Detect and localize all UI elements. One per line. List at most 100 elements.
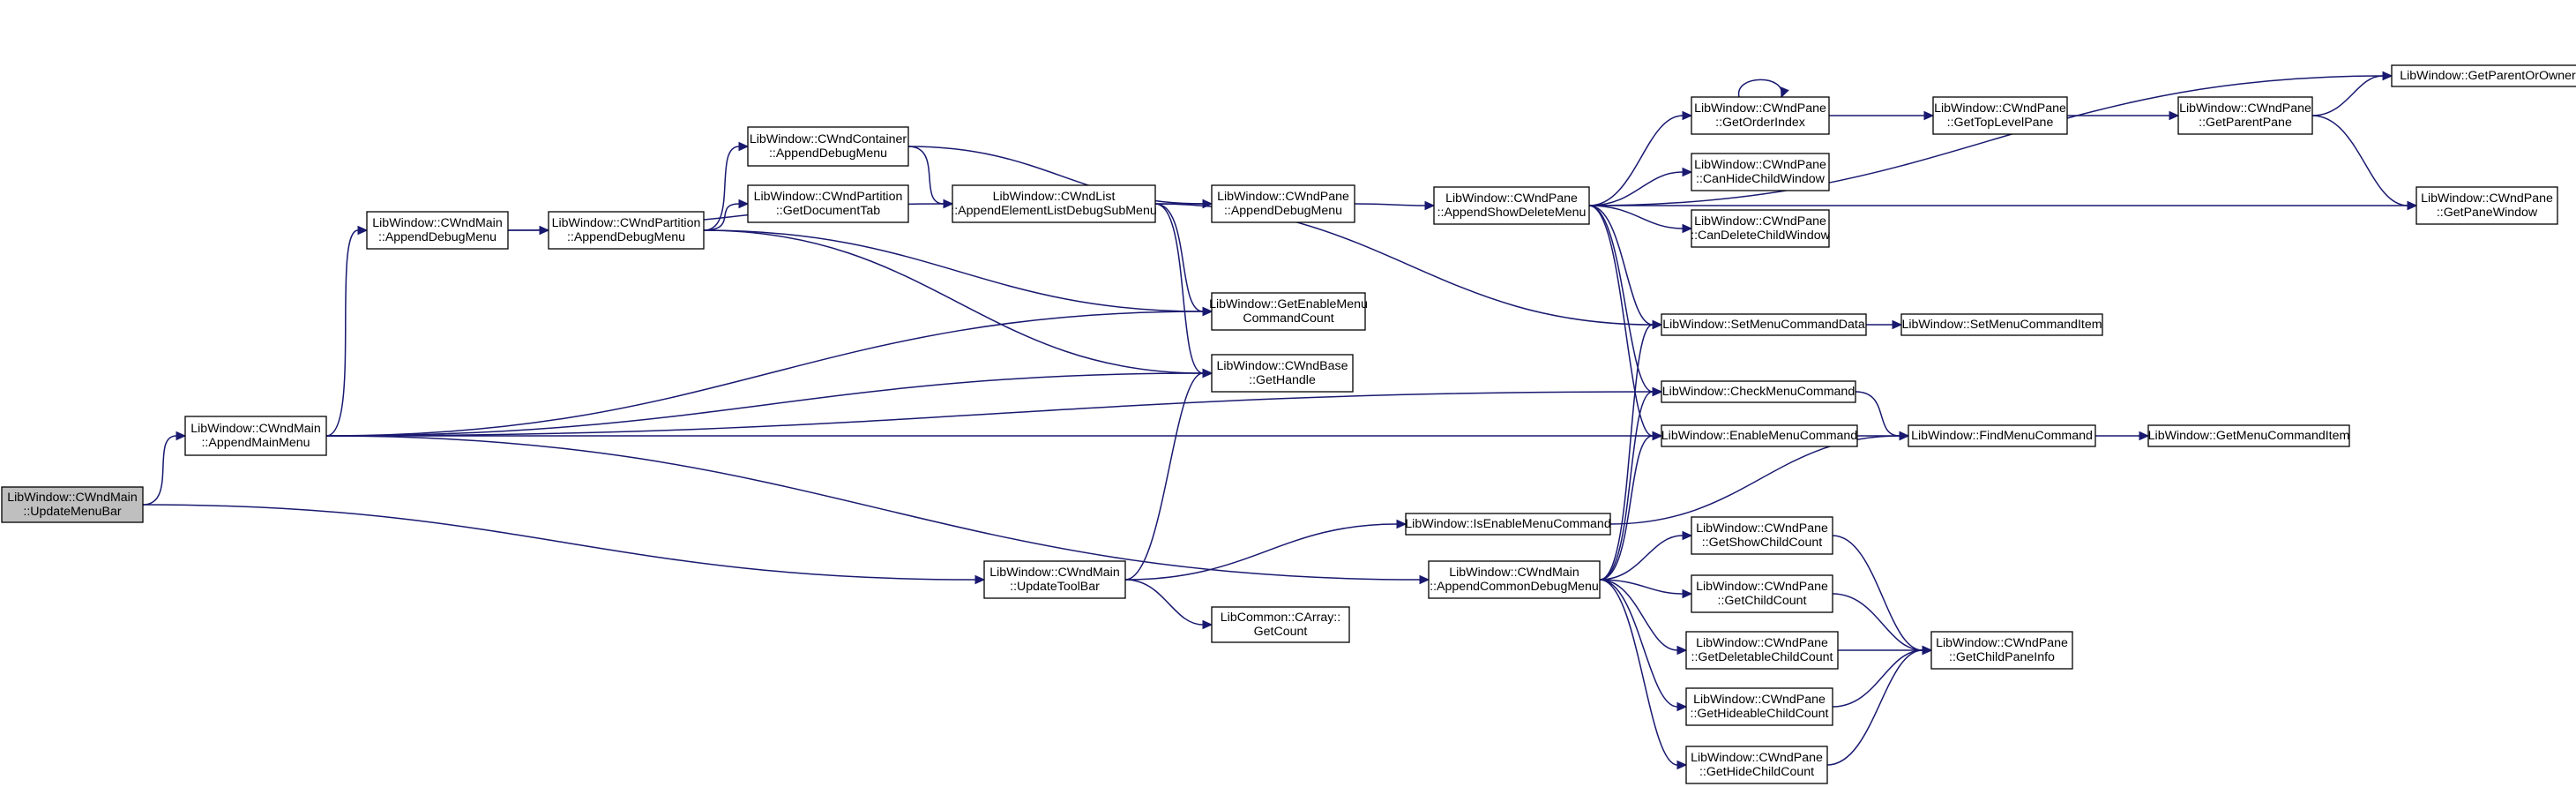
node-box — [2177, 96, 2313, 135]
edge-arrowhead — [943, 199, 954, 209]
node-getpanewindow[interactable]: LibWindow::CWndPane::GetPaneWindow — [2415, 186, 2558, 225]
edge-appendshowdeletemenu-to-candeletechildwindow — [1588, 205, 1693, 234]
edge-line — [1588, 205, 1654, 393]
node-label: LibWindow::CWndContainer — [750, 132, 907, 146]
node-getparentorowner[interactable]: LibWindow::GetParentOrOwner — [2391, 64, 2576, 87]
edge-arrowhead — [1202, 619, 1213, 630]
node-label: ::AppendShowDeleteMenu — [1437, 206, 1587, 220]
node-getorderindex[interactable]: LibWindow::CWndPane::GetOrderIndex — [1691, 96, 1830, 135]
node-findmenucommand[interactable]: LibWindow::FindMenuCommand — [1908, 424, 2096, 447]
edge-line — [1124, 372, 1204, 581]
node-pane_appenddebugmenu[interactable]: LibWindow::CWndPane::AppendDebugMenu — [1211, 184, 1355, 223]
node-container_appenddebugmenu[interactable]: LibWindow::CWndContainer::AppendDebugMen… — [747, 126, 909, 167]
node-gettoplevelpane[interactable]: LibWindow::CWndPane::GetTopLevelPane — [1932, 96, 2068, 135]
node-candeletechildwindow[interactable]: LibWindow::CWndPane::CanDeleteChildWindo… — [1691, 209, 1831, 248]
node-partition_appenddebugmenu[interactable]: LibWindow::CWndPartition::AppendDebugMen… — [548, 211, 705, 250]
node-label: LibWindow::CWndPane — [1936, 636, 2068, 650]
node-label: ::GetDeletableChildCount — [1691, 650, 1833, 664]
edge-updatemenubar-to-updatetoolbar — [142, 504, 986, 585]
node-getdeletablechildcount[interactable]: LibWindow::CWndPane::GetDeletableChildCo… — [1685, 631, 1839, 670]
node-label: LibWindow::CWndPane — [1934, 101, 2066, 116]
node-getmenucommanditem[interactable]: LibWindow::GetMenuCommandItem — [2147, 424, 2350, 447]
edge-arrowhead — [2382, 71, 2393, 81]
node-label: LibWindow::SetMenuCommandData — [1662, 318, 1865, 332]
edge-arrowhead — [1899, 431, 1910, 441]
edge-gethidechildcount-to-getchildpaneinfo — [1826, 645, 1933, 766]
node-box — [1211, 184, 1355, 223]
node-isenablemenucommand[interactable]: LibWindow::IsEnableMenuCommand — [1405, 513, 1611, 536]
node-wndmain_appenddebugmenu[interactable]: LibWindow::CWndMain::AppendDebugMenu — [366, 211, 509, 250]
node-box — [1428, 560, 1601, 599]
edge-line — [1599, 579, 1678, 708]
edge-line — [703, 229, 1204, 374]
node-updatetoolbar[interactable]: LibWindow::CWndMain::UpdateToolBar — [983, 560, 1126, 599]
node-label: ::GetOrderIndex — [1715, 116, 1805, 130]
edge-line — [1354, 203, 1426, 206]
edge-arrowhead — [1682, 167, 1693, 177]
node-box — [1433, 186, 1590, 225]
node-getdocumenttab[interactable]: LibWindow::CWndPartition::GetDocumentTab — [747, 184, 909, 223]
node-box — [747, 184, 909, 223]
edge-arrowhead — [1202, 368, 1213, 379]
edge-appendcommondebugmenu-to-enablemenucommand — [1599, 431, 1663, 581]
node-label: LibWindow::CWndPartition — [552, 216, 701, 230]
node-gethideablechildcount[interactable]: LibWindow::CWndPane::GetHideableChildCou… — [1685, 687, 1833, 726]
node-appendelementlistdebugsubmenu[interactable]: LibWindow::CWndList::AppendElementListDe… — [951, 184, 1157, 223]
node-label: ::GetChildCount — [1718, 594, 1807, 608]
edge-partition_appenddebugmenu-to-container_appenddebugmenu — [703, 141, 750, 231]
node-box — [952, 184, 1156, 223]
node-appendshowdeletemenu[interactable]: LibWindow::CWndPane::AppendShowDeleteMen… — [1433, 186, 1590, 225]
edge-line — [703, 146, 740, 231]
node-getchildcount[interactable]: LibWindow::CWndPane::GetChildCount — [1691, 574, 1833, 613]
node-appendmainmenu[interactable]: LibWindow::CWndMain::AppendMainMenu — [184, 416, 327, 456]
edge-arrowhead — [1652, 386, 1663, 397]
edge-updatetoolbar-to-isenablemenucommand — [1124, 519, 1407, 581]
node-label: LibWindow::IsEnableMenuCommand — [1405, 517, 1610, 531]
edge-appendcommondebugmenu-to-getshowchildcount — [1599, 530, 1693, 581]
node-canhidechildwindow[interactable]: LibWindow::CWndPane::CanHideChildWindow — [1691, 153, 1830, 191]
node-appendcommondebugmenu[interactable]: LibWindow::CWndMain::AppendCommonDebugMe… — [1428, 560, 1601, 599]
node-checkmenucommand[interactable]: LibWindow::CheckMenuCommand — [1661, 380, 1856, 403]
edge-line — [1855, 391, 1900, 437]
node-getshowchildcount[interactable]: LibWindow::CWndPane::GetShowChildCount — [1691, 516, 1833, 555]
edge-partition_appenddebugmenu-to-getdocumenttab — [703, 199, 750, 231]
edge-line — [1599, 535, 1684, 581]
edge-line — [1599, 579, 1678, 766]
node-gethidechildcount[interactable]: LibWindow::CWndPane::GetHideChildCount — [1685, 746, 1828, 784]
node-box — [366, 211, 509, 250]
node-updatemenubar[interactable]: LibWindow::CWndMain::UpdateMenuBar — [1, 486, 144, 523]
node-getchildpaneinfo[interactable]: LibWindow::CWndPane::GetChildPaneInfo — [1930, 631, 2073, 670]
edge-arrowhead — [738, 199, 750, 209]
edge-appendshowdeletemenu-to-getpanewindow — [1589, 200, 2418, 211]
node-label: LibWindow::CWndPane — [1694, 101, 1826, 116]
node-box — [1691, 516, 1833, 555]
node-label: LibWindow::CWndMain — [190, 422, 320, 436]
node-label: LibWindow::CWndPane — [1694, 158, 1826, 172]
node-box — [1691, 209, 1830, 248]
node-enablemenucommand[interactable]: LibWindow::EnableMenuCommand — [1661, 424, 1858, 447]
edge-updatemenubar-to-appendmainmenu — [142, 431, 187, 506]
node-box — [1685, 687, 1833, 726]
edge-arrowhead — [175, 431, 187, 441]
node-label: LibWindow::GetEnableMenu — [1209, 297, 1368, 311]
node-setmenucommanditem[interactable]: LibWindow::SetMenuCommandItem — [1900, 313, 2103, 336]
node-label: LibWindow::CWndPane — [1694, 214, 1826, 229]
edge-updatetoolbar-to-carray_getcount — [1124, 579, 1213, 630]
node-getparentpane[interactable]: LibWindow::CWndPane::GetParentPane — [2177, 96, 2313, 135]
edge-gethideablechildcount-to-getchildpaneinfo — [1832, 645, 1933, 708]
edge-appendshowdeletemenu-to-getorderindex — [1588, 110, 1693, 206]
node-label: ::CanHideChildWindow — [1696, 172, 1826, 186]
node-box — [1661, 424, 1858, 447]
node-carray_getcount[interactable]: LibCommon::CArray::GetCount — [1211, 606, 1350, 643]
node-gethandle[interactable]: LibWindow::CWndBase::GetHandle — [1211, 354, 1354, 393]
edge-arrowhead — [974, 574, 986, 585]
node-box — [1661, 313, 1867, 336]
edge-arrowhead — [1682, 110, 1693, 121]
node-box — [1685, 631, 1839, 670]
edge-appendshowdeletemenu-to-setmenucommanddata — [1588, 205, 1663, 330]
node-setmenucommanddata[interactable]: LibWindow::SetMenuCommandData — [1661, 313, 1867, 336]
node-box — [1691, 574, 1833, 613]
node-label: LibCommon::CArray:: — [1221, 611, 1340, 625]
node-label: ::GetHideChildCount — [1699, 765, 1814, 779]
